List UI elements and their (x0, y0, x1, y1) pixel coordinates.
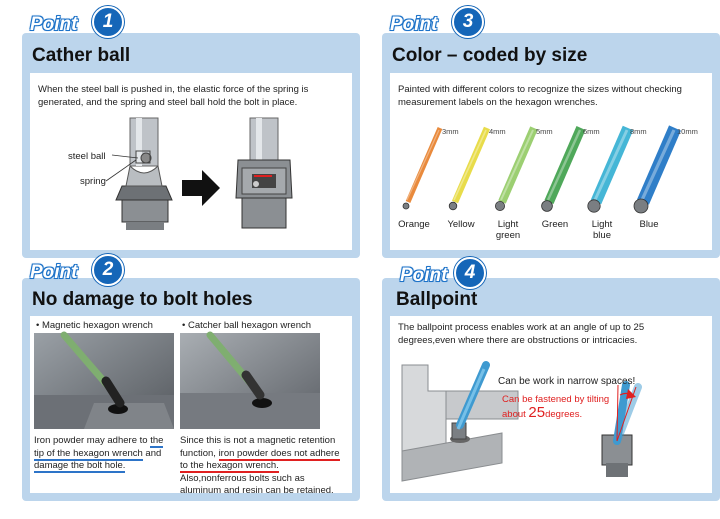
panel-2-point-label: Point (30, 262, 78, 283)
color-name-line-2: green (495, 230, 521, 241)
catcher-wrench-text: Since this is not a magnetic retention f… (180, 435, 340, 498)
wrench-1-icon: 4mm (448, 126, 506, 211)
color-name-line-1: Light (497, 219, 519, 230)
magnetic-text-highlight-2: damage the bolt hole. (34, 460, 126, 473)
wrench-size-label: 4mm (489, 127, 506, 136)
panel-1-description: When the steel ball is pushed in, the el… (38, 84, 309, 108)
color-coded-wrenches: 3mm 4mm 5mm 6mm 8mm 10mm (402, 125, 698, 214)
color-name-line-1: Green (541, 219, 569, 230)
tilt-text-about: about (502, 409, 529, 420)
magnetic-text-part-1: Iron powder may adhere to (34, 435, 151, 446)
wrench-3-icon: 6mm (541, 126, 600, 212)
catcher-wrench-photo (180, 331, 320, 429)
label-steel-ball: steel ball (68, 151, 106, 162)
color-name-line-1: Light (591, 219, 613, 230)
wrench-size-label: 8mm (630, 127, 647, 136)
tilt-text-line-2: about 25degrees. (502, 404, 582, 421)
ballpoint-illustration (401, 361, 642, 482)
panel-point-3: Color – coded by size (382, 33, 720, 258)
panel-2-title: No damage to bolt holes (32, 289, 253, 310)
wrench-color-name: Blue (627, 219, 671, 230)
wrench-size-label: 6mm (583, 127, 600, 136)
catcher-text-part-3: Also,nonferrous bolts such as aluminum a… (180, 472, 334, 497)
panel-2-number-badge: 2 (92, 254, 124, 286)
wrench-size-label: 5mm (536, 127, 553, 136)
narrow-space-text: Can be work in narrow spaces! (498, 376, 636, 387)
panel-4-number-badge: 4 (454, 257, 486, 289)
tilt-text-line-1: Can be fastened by tilting (502, 394, 610, 405)
wrench-size-label: 10mm (677, 127, 698, 136)
panel-3-point-label: Point (390, 14, 438, 35)
wrench-5-icon: 10mm (633, 125, 698, 214)
wrench-before-icon (115, 117, 173, 230)
panel-3-title: Color – coded by size (392, 45, 588, 66)
catcher-text-part-1: Since this is not a magnetic retention f… (180, 435, 336, 459)
panel-1-title: Cather ball (32, 45, 131, 66)
tilt-degree-number: 25 (528, 404, 546, 421)
panel-1-number-badge: 1 (92, 6, 124, 38)
color-name-line-2: blue (593, 230, 611, 241)
magnetic-text-highlight-1: the tip of the hexagon wrench (34, 435, 164, 461)
magnetic-wrench-text: Iron powder may adhere to the tip of the… (34, 435, 174, 473)
panel-1-content (30, 73, 352, 250)
panel-point-1: Cather ball (22, 33, 360, 258)
wrench-0-icon: 3mm (402, 127, 459, 210)
wrench-color-name: Orange (392, 219, 436, 230)
panel-3-number-badge: 3 (452, 6, 484, 38)
panel-4-title: Ballpoint (396, 289, 478, 310)
wrench-color-name: Yellow (439, 219, 483, 230)
wrench-2-icon: 5mm (495, 126, 553, 212)
magnetic-wrench-caption: • Magnetic hexagon wrench (36, 320, 153, 331)
wrench-color-name: Green (533, 219, 577, 230)
magnetic-wrench-photo (34, 331, 174, 429)
color-name-line-1: Yellow (447, 219, 475, 230)
panel-4-description: The ballpoint process enables work at an… (398, 322, 645, 346)
wrench-after-icon (235, 117, 293, 229)
color-name-line-1: Orange (398, 219, 430, 230)
label-spring: spring (80, 176, 106, 187)
panel-3-description: Painted with different colors to recogni… (398, 84, 682, 108)
panel-point-4: Ballpoint (382, 278, 720, 501)
catcher-wrench-caption: • Catcher ball hexagon wrench (182, 320, 312, 331)
tilt-text-degrees: degrees. (545, 409, 583, 420)
catcher-ball-illustration (105, 117, 293, 230)
panel-1-point-label: Point (30, 14, 78, 35)
arrow-right-icon (182, 170, 220, 206)
magnetic-text-part-3: and (142, 447, 162, 459)
panel-4-point-label: Point (400, 265, 448, 286)
wrench-4-icon: 8mm (587, 125, 647, 213)
wrench-size-label: 3mm (442, 127, 459, 136)
color-name-line-1: Blue (639, 219, 659, 230)
catcher-text-highlight: iron powder does not adhere to the hexag… (180, 447, 340, 473)
